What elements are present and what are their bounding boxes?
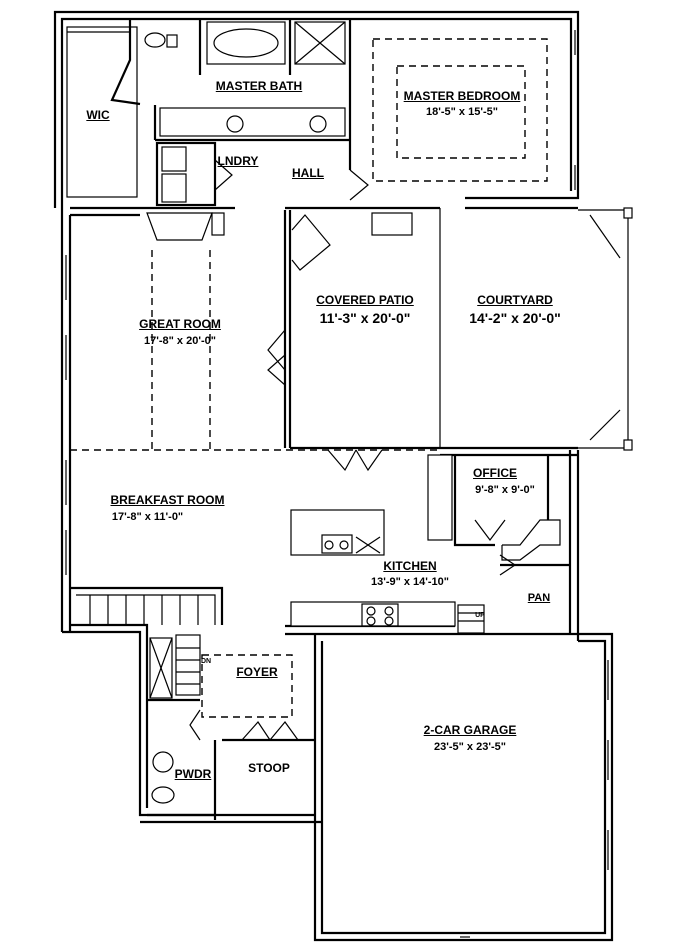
stairs bbox=[70, 586, 485, 699]
courtyard-label: COURTYARD bbox=[477, 293, 553, 307]
hall-label: HALL bbox=[292, 166, 324, 180]
master-bedroom-label: MASTER BEDROOM bbox=[403, 89, 521, 103]
ceiling-dashes bbox=[70, 38, 548, 718]
powder-fixtures bbox=[151, 751, 175, 804]
kitchen-counter bbox=[290, 454, 456, 627]
foyer-label: FOYER bbox=[236, 665, 278, 679]
laundry-label: LNDRY bbox=[217, 154, 259, 168]
great-room-label: GREAT ROOM bbox=[139, 317, 221, 331]
breakfast-room-label: BREAKFAST ROOM bbox=[110, 493, 225, 507]
office-dimensions: 9'-8" x 9'-0" bbox=[475, 484, 535, 496]
kitchen-label: KITCHEN bbox=[383, 559, 437, 573]
covered-patio-label: COVERED PATIO bbox=[316, 293, 414, 307]
exterior-walls bbox=[53, 10, 614, 942]
master-bedroom-dimensions: 18'-5" x 15'-5" bbox=[426, 106, 498, 118]
office-desk bbox=[501, 519, 561, 561]
bath-fixtures bbox=[144, 21, 346, 137]
kitchen-island bbox=[290, 509, 385, 556]
powder-label: PWDR bbox=[174, 767, 212, 781]
door-swings bbox=[189, 159, 517, 741]
pantry-label: PAN bbox=[527, 592, 551, 604]
garage-label: 2-CAR GARAGE bbox=[423, 723, 517, 737]
stoop-label: STOOP bbox=[248, 761, 290, 775]
breakfast-room-dimensions: 17'-8" x 11'-0" bbox=[111, 511, 184, 523]
garage-dimensions: 23'-5" x 23'-5" bbox=[434, 741, 506, 753]
courtyard-dimensions: 14'-2" x 20'-0" bbox=[469, 310, 561, 326]
stair-down-mark: DN bbox=[200, 658, 212, 665]
laundry-fixtures bbox=[161, 146, 187, 203]
window-marks bbox=[65, 30, 609, 938]
kitchen-dimensions: 13'-9" x 14'-10" bbox=[370, 576, 450, 588]
covered-patio-dimensions: 11'-3" x 20'-0" bbox=[319, 310, 411, 326]
wic-label: WIC bbox=[86, 108, 110, 122]
courtyard-gate bbox=[578, 207, 633, 451]
office-label: OFFICE bbox=[473, 466, 517, 480]
patio-grill bbox=[291, 212, 413, 271]
great-room-dimensions: 17'-8" x 20'-0" bbox=[144, 335, 216, 347]
interior-walls bbox=[66, 19, 570, 815]
stair-up-mark: UP bbox=[475, 612, 485, 619]
fireplace bbox=[146, 212, 225, 241]
master-bath-label: MASTER BATH bbox=[215, 79, 303, 93]
